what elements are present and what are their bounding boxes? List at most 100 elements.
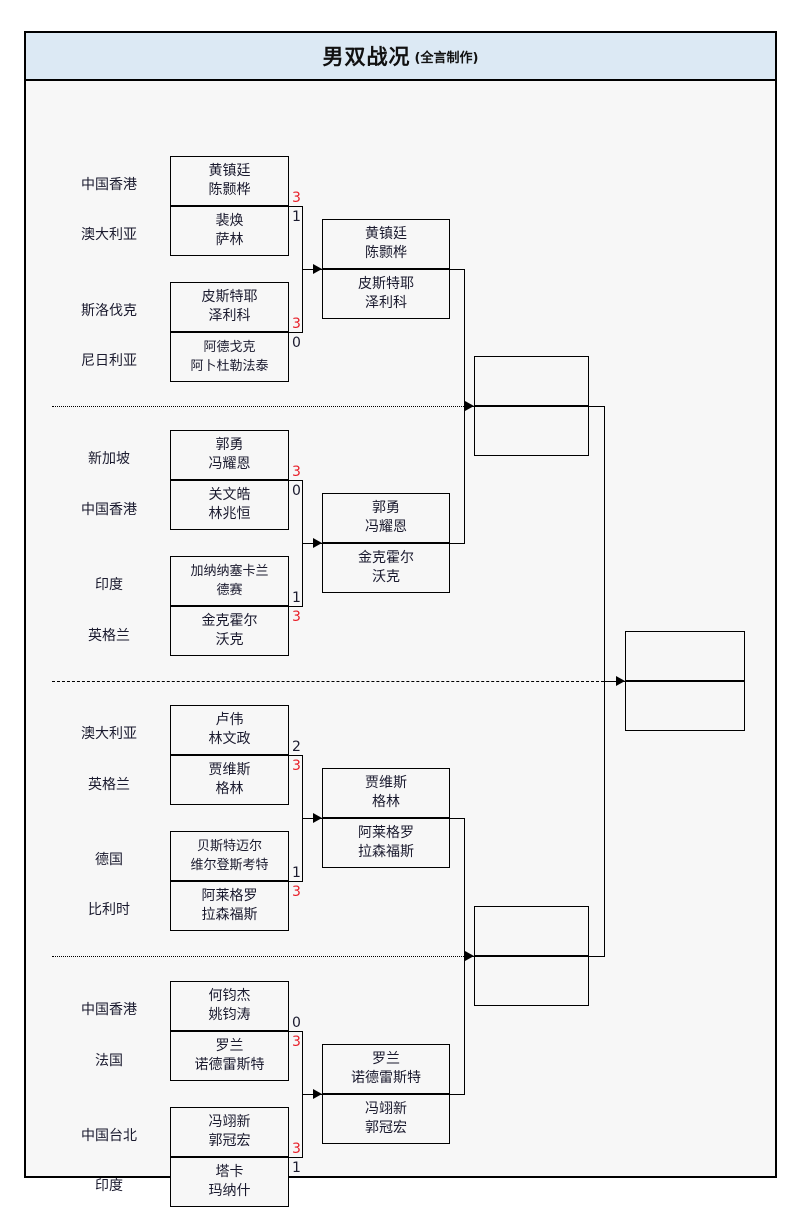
player-name: 贾维斯 <box>208 762 251 778</box>
round3-slot-1[interactable] <box>474 356 589 406</box>
round3-slot-2[interactable] <box>474 406 589 456</box>
round2-slot-1[interactable]: 黄镇廷 陈颢桦 <box>322 219 450 269</box>
round1-slot-15[interactable]: 冯翊新 郭冠宏 <box>170 1107 289 1157</box>
round1-slot-16[interactable]: 塔卡 玛纳什 <box>170 1157 289 1207</box>
player-name: 黄镇廷 <box>208 163 251 179</box>
player-name: 郭勇 <box>215 437 244 453</box>
round1-slot-14[interactable]: 罗兰 诺德雷斯特 <box>170 1031 289 1081</box>
bracket-canvas: 中国香港 澳大利亚 斯洛伐克 尼日利亚 新加坡 中国香港 印度 英格兰 澳大利亚… <box>26 81 775 1207</box>
connector-line <box>289 480 303 481</box>
player-name: 玛纳什 <box>208 1183 251 1199</box>
connector-line <box>302 1094 322 1095</box>
round1-slot-7[interactable]: 加纳纳塞卡兰 德赛 <box>170 556 289 606</box>
round2-slot-6[interactable]: 阿莱格罗 拉森福斯 <box>322 818 450 868</box>
connector-line <box>604 681 626 682</box>
country-label-13: 中国香港 <box>81 1002 137 1018</box>
connector-arrow-icon <box>313 1089 322 1099</box>
round1-slot-8[interactable]: 金克霍尔 沃克 <box>170 606 289 656</box>
round1-score-16: 1 <box>292 1160 301 1176</box>
round3-slot-4[interactable] <box>474 956 589 1006</box>
connector-line <box>289 206 303 207</box>
round1-slot-1[interactable]: 黄镇廷 陈颢桦 <box>170 156 289 206</box>
round1-score-12: 3 <box>292 884 301 900</box>
round1-score-14: 3 <box>292 1034 301 1050</box>
round2-slot-7[interactable]: 罗兰 诺德雷斯特 <box>322 1044 450 1094</box>
country-label-4: 尼日利亚 <box>81 353 137 369</box>
round1-slot-12[interactable]: 阿莱格罗 拉森福斯 <box>170 881 289 931</box>
player-name: 郭冠宏 <box>208 1133 251 1149</box>
connector-line <box>289 332 303 333</box>
player-name: 德赛 <box>216 583 243 598</box>
player-name: 拉森福斯 <box>358 844 414 860</box>
country-label-11: 德国 <box>95 852 123 868</box>
group-separator-2 <box>52 681 604 682</box>
connector-line <box>289 881 303 882</box>
round1-score-13: 0 <box>292 1015 301 1031</box>
round2-slot-3[interactable]: 郭勇 冯耀恩 <box>322 493 450 543</box>
round1-slot-2[interactable]: 裴焕 萨林 <box>170 206 289 256</box>
round1-slot-11[interactable]: 贝斯特迈尔 维尔登斯考特 <box>170 831 289 881</box>
country-label-3: 斯洛伐克 <box>81 303 137 319</box>
page-header: 男双战况 (全言制作) <box>26 33 775 81</box>
connector-arrow-icon <box>313 813 322 823</box>
final-slot-1[interactable] <box>625 631 745 681</box>
round1-slot-4[interactable]: 阿德戈克 阿卜杜勒法泰 <box>170 332 289 382</box>
group-separator-3 <box>52 956 464 957</box>
round1-score-5: 3 <box>292 464 301 480</box>
player-name: 诺德雷斯特 <box>194 1057 265 1073</box>
country-label-2: 澳大利亚 <box>81 227 137 243</box>
round3-slot-3[interactable] <box>474 906 589 956</box>
player-name: 金克霍尔 <box>358 550 414 566</box>
country-label-1: 中国香港 <box>81 177 137 193</box>
round2-slot-2[interactable]: 皮斯特耶 泽利科 <box>322 269 450 319</box>
country-label-8: 英格兰 <box>88 628 130 644</box>
round1-slot-9[interactable]: 卢伟 林文政 <box>170 705 289 755</box>
player-name: 裴焕 <box>215 213 244 229</box>
round2-slot-8[interactable]: 冯翊新 郭冠宏 <box>322 1094 450 1144</box>
player-name: 沃克 <box>215 632 244 648</box>
player-name: 林文政 <box>208 731 251 747</box>
connector-line <box>289 1157 303 1158</box>
player-name: 冯耀恩 <box>365 519 407 535</box>
connector-arrow-icon <box>465 401 474 411</box>
bracket-frame: 男双战况 (全言制作) 中国香港 澳大利亚 斯洛伐克 尼日利亚 新加坡 中国香港… <box>24 31 777 1207</box>
player-name: 维尔登斯考特 <box>190 858 269 873</box>
connector-line <box>302 543 322 544</box>
connector-line <box>450 818 465 819</box>
country-label-12: 比利时 <box>88 902 130 918</box>
connector-arrow-icon <box>616 676 625 686</box>
player-name: 何钧杰 <box>208 988 251 1004</box>
player-name: 冯耀恩 <box>208 456 251 472</box>
round1-slot-6[interactable]: 关文皓 林兆恒 <box>170 480 289 530</box>
country-label-16: 印度 <box>95 1178 123 1194</box>
final-slot-2[interactable] <box>625 681 745 731</box>
round2-slot-4[interactable]: 金克霍尔 沃克 <box>322 543 450 593</box>
player-name: 沃克 <box>372 569 400 585</box>
round2-slot-5[interactable]: 贾维斯 格林 <box>322 768 450 818</box>
player-name: 皮斯特耶 <box>358 276 414 292</box>
player-name: 阿莱格罗 <box>201 888 258 904</box>
player-name: 泽利科 <box>208 308 251 324</box>
connector-line <box>289 1031 303 1032</box>
connector-line <box>450 1094 465 1095</box>
round1-slot-3[interactable]: 皮斯特耶 泽利科 <box>170 282 289 332</box>
player-name: 陈颢桦 <box>365 245 407 261</box>
country-label-9: 澳大利亚 <box>81 726 137 742</box>
connector-line <box>302 269 322 270</box>
player-name: 罗兰 <box>215 1038 244 1054</box>
country-label-6: 中国香港 <box>81 502 137 518</box>
player-name: 阿卜杜勒法泰 <box>190 359 269 374</box>
round1-slot-13[interactable]: 何钧杰 姚钧涛 <box>170 981 289 1031</box>
round1-score-7: 1 <box>292 590 301 606</box>
connector-arrow-icon <box>465 951 474 961</box>
round1-score-4: 0 <box>292 335 301 351</box>
player-name: 卢伟 <box>215 712 244 728</box>
player-name: 冯翊新 <box>365 1101 407 1117</box>
round1-slot-10[interactable]: 贾维斯 格林 <box>170 755 289 805</box>
player-name: 姚钧涛 <box>208 1007 251 1023</box>
player-name: 冯翊新 <box>208 1114 251 1130</box>
round1-slot-5[interactable]: 郭勇 冯耀恩 <box>170 430 289 480</box>
player-name: 萨林 <box>215 232 244 248</box>
round1-score-3: 3 <box>292 316 301 332</box>
player-name: 金克霍尔 <box>201 613 258 629</box>
